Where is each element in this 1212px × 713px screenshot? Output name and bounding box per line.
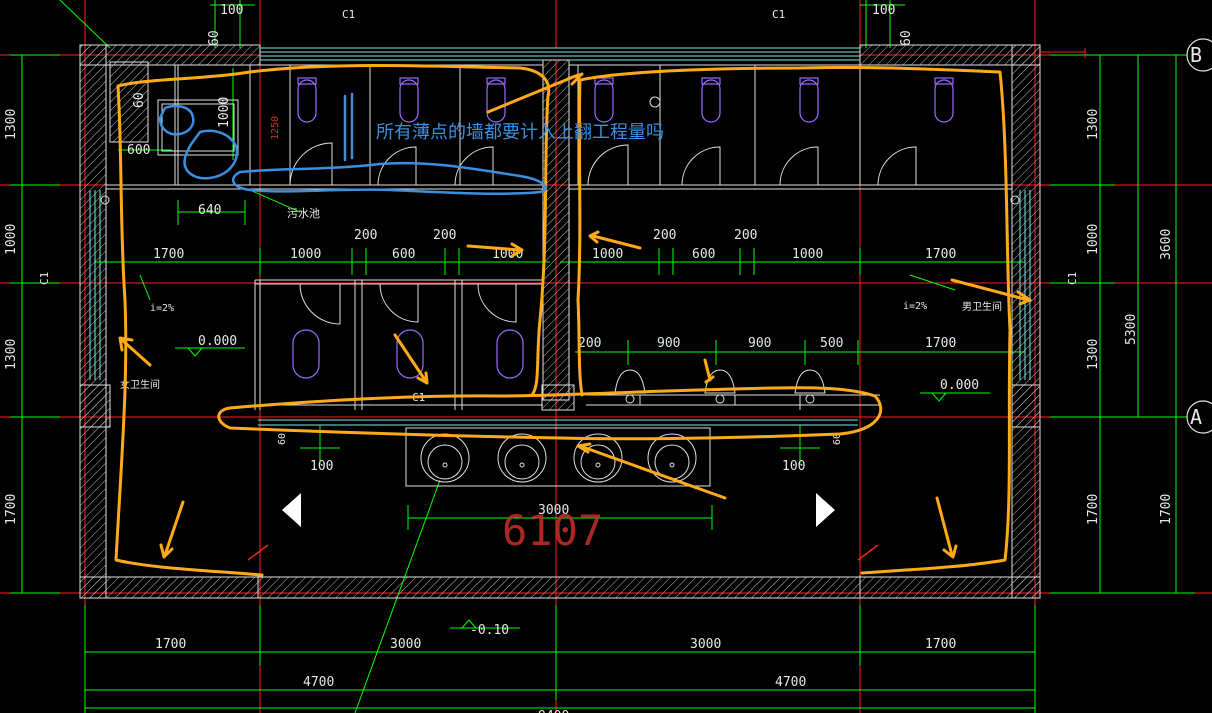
dim-text: 4700 <box>775 675 806 690</box>
dim-text: 100 <box>220 3 243 18</box>
dim-text: 200 <box>734 228 757 243</box>
dim-text: 200 <box>354 228 377 243</box>
dim-text: 3000 <box>390 637 421 652</box>
dimension-lines <box>10 0 1195 713</box>
dim-text: 1250 <box>270 116 281 140</box>
dim-text: 1300 <box>1086 109 1101 140</box>
dim-text: 60 <box>207 30 222 46</box>
dim-text: 60 <box>899 30 914 46</box>
dim-text: 1700 <box>925 637 956 652</box>
dim-text: 100 <box>782 459 805 474</box>
dim-text: 200 <box>433 228 456 243</box>
prev-arrow-button[interactable] <box>282 493 301 527</box>
window-label: C1 <box>1066 272 1079 285</box>
toilet-fixtures <box>292 77 954 379</box>
dim-text: 600 <box>392 247 415 262</box>
dim-text: 5300 <box>1124 314 1139 345</box>
blue-annotations <box>158 92 547 195</box>
dim-text: 200 <box>578 336 601 351</box>
dim-text: 3600 <box>1159 229 1174 260</box>
dim-text: 200 <box>653 228 676 243</box>
dim-text: 3000 <box>690 637 721 652</box>
dim-text: 1300 <box>1086 339 1101 370</box>
slope-label: i=2% <box>150 303 174 314</box>
dim-text: 3000 <box>538 503 569 518</box>
window-label: C1 <box>342 8 355 21</box>
dim-text: 1700 <box>4 494 19 525</box>
next-arrow-button[interactable] <box>816 493 835 527</box>
window-label: C1 <box>772 8 785 21</box>
room-label-men: 男卫生间 <box>962 300 1002 313</box>
dim-text: 1300 <box>4 339 19 370</box>
dim-text: 1700 <box>925 336 956 351</box>
dim-text: 1300 <box>4 109 19 140</box>
wash-basins <box>100 96 1020 483</box>
axis-bubble-a <box>1186 400 1212 434</box>
dim-text: 1700 <box>153 247 184 262</box>
dim-text: 60 <box>132 92 147 108</box>
dim-text: 1700 <box>1086 494 1101 525</box>
dim-text: 1000 <box>792 247 823 262</box>
dim-text: 600 <box>692 247 715 262</box>
axis-bubble-b <box>1186 38 1212 72</box>
dim-text: 600 <box>127 143 150 158</box>
dim-text: 1000 <box>217 97 232 128</box>
dim-text: 1000 <box>290 247 321 262</box>
dim-text: 100 <box>872 3 895 18</box>
cut-marks <box>247 544 879 561</box>
dim-text: 1700 <box>1159 494 1174 525</box>
doors <box>289 142 917 325</box>
elevation-label: -0.10 <box>470 623 509 638</box>
dim-text: 100 <box>310 459 333 474</box>
side-windows <box>79 190 1041 560</box>
dim-text: 900 <box>748 336 771 351</box>
room-label-women: 女卫生间 <box>120 378 160 391</box>
dim-text: 1000 <box>4 224 19 255</box>
dim-text: 60 <box>832 433 843 445</box>
dim-text: 1700 <box>155 637 186 652</box>
slope-label: i=2% <box>903 301 927 312</box>
elevation-label: 0.000 <box>198 334 237 349</box>
exterior-walls <box>79 44 1041 599</box>
dim-text: 1700 <box>925 247 956 262</box>
dim-text: 1000 <box>592 247 623 262</box>
handwritten-label: 6107 <box>502 506 603 555</box>
dim-text: 900 <box>657 336 680 351</box>
axis-bubbles <box>1186 38 1212 434</box>
axis-label-a: A <box>1190 405 1202 429</box>
dim-text: 640 <box>198 203 221 218</box>
slop-sink-label: 污水池 <box>287 207 320 220</box>
axis-label-b: B <box>1190 43 1202 67</box>
dim-text: 4700 <box>303 675 334 690</box>
elevation-label: 0.000 <box>940 378 979 393</box>
dim-text: 9400 <box>538 709 569 713</box>
question-text: 所有薄点的墙都要计入上翻工程量吗 <box>376 122 664 143</box>
window-label: C1 <box>38 272 51 285</box>
dim-text: 500 <box>820 336 843 351</box>
orange-annotations <box>114 64 1032 577</box>
dim-text: 1000 <box>1086 224 1101 255</box>
dim-text: 60 <box>277 433 288 445</box>
